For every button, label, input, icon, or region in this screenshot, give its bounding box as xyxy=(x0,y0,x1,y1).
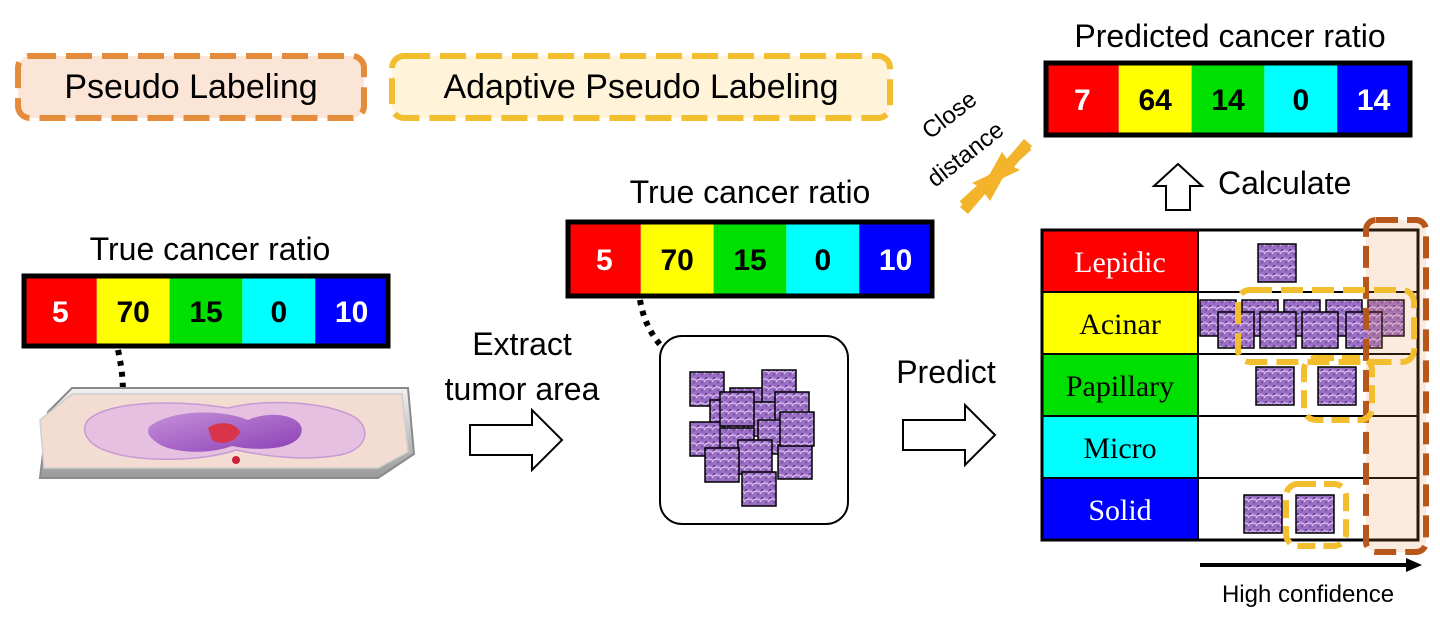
tumor-ratio-group: True cancer ratio 5 70 15 0 10 xyxy=(565,174,935,299)
class-label-lepidic: Lepidic xyxy=(1074,246,1166,279)
close-distance: Close distance xyxy=(917,86,1032,214)
slide-ratio-value-4: 0 xyxy=(270,296,287,329)
calculate-label: Calculate xyxy=(1218,165,1351,201)
class-label-acinar: Acinar xyxy=(1079,308,1161,341)
legend-pseudo-labeling: Pseudo Labeling xyxy=(15,53,367,121)
predicted-ratio-frame xyxy=(1043,60,1413,138)
adaptive-highlight-acinar xyxy=(1235,287,1417,365)
tumor-ratio-bar: 5 70 15 0 10 xyxy=(565,219,935,299)
cluster-patch xyxy=(779,411,815,447)
papillary-patch xyxy=(1317,366,1357,406)
slide-ratio-title: True cancer ratio xyxy=(90,231,331,267)
acinar-patch xyxy=(1301,311,1339,349)
tumor-ratio-value-1: 5 xyxy=(596,244,613,277)
adaptive-highlight-solid xyxy=(1283,481,1349,549)
tumor-ratio-value-2: 70 xyxy=(661,244,694,277)
legend-adaptive-pseudo-labeling: Adaptive Pseudo Labeling xyxy=(389,53,893,121)
tissue-red-dot xyxy=(232,456,240,464)
patch-cluster xyxy=(689,369,815,507)
extract-step: Extract tumor area xyxy=(445,326,600,473)
tumor-ratio-title: True cancer ratio xyxy=(630,174,871,210)
class-row-lepidic xyxy=(1042,230,1198,292)
tissue-red-region xyxy=(208,423,240,443)
predict-step: Predict xyxy=(896,354,997,468)
acinar-patch xyxy=(1259,311,1297,349)
close-distance-arrow-shaft xyxy=(959,142,1032,209)
tumor-ratio-segment-3 xyxy=(713,222,787,296)
cluster-patch xyxy=(777,444,813,480)
papillary-patch xyxy=(1255,366,1295,406)
predict-arrow-icon xyxy=(902,402,997,468)
solid-patch xyxy=(1295,494,1335,534)
cluster-patch xyxy=(741,471,777,507)
tumor-dotted-connector xyxy=(637,299,668,353)
solid-patch xyxy=(1243,494,1283,534)
predicted-ratio-segment-4 xyxy=(1264,63,1338,135)
slide-ratio-value-3: 15 xyxy=(189,296,222,329)
adaptive-highlight-papillary xyxy=(1301,355,1375,423)
cluster-patch xyxy=(737,439,773,475)
slide-ratio-frame xyxy=(21,273,391,349)
calculate-arrow-icon xyxy=(1151,162,1205,211)
slide-ratio-segment-1 xyxy=(24,276,97,346)
cluster-patch xyxy=(719,391,755,427)
extract-arrow-icon xyxy=(469,407,564,473)
extract-line2: tumor area xyxy=(445,371,600,407)
predicted-ratio-title: Predicted cancer ratio xyxy=(1074,18,1385,54)
slide-ratio-value-2: 70 xyxy=(117,296,150,329)
predicted-ratio-segment-1 xyxy=(1046,63,1119,135)
glass-slide xyxy=(38,387,416,479)
classified-patches xyxy=(1199,243,1405,534)
tumor-ratio-frame xyxy=(565,219,935,299)
class-label-papillary: Papillary xyxy=(1066,370,1174,403)
predicted-ratio-value-5: 14 xyxy=(1357,84,1391,117)
slide-ratio-segment-3 xyxy=(169,276,243,346)
slide-ratio-segment-5 xyxy=(315,276,388,346)
tumor-ratio-value-4: 0 xyxy=(814,244,831,277)
confidence-label: High confidence xyxy=(1222,581,1394,608)
predicted-ratio-bar: 7 64 14 0 14 xyxy=(1043,60,1413,138)
predicted-ratio-segment-5 xyxy=(1337,63,1410,135)
predicted-ratio-segment-3 xyxy=(1191,63,1265,135)
tumor-ratio-segment-5 xyxy=(859,222,932,296)
legend-adaptive-label: Adaptive Pseudo Labeling xyxy=(443,68,838,106)
extract-line1: Extract xyxy=(472,326,572,362)
slide-ratio-segment-4 xyxy=(242,276,316,346)
slide-ratio-value-1: 5 xyxy=(52,296,69,329)
predicted-ratio-value-3: 14 xyxy=(1211,84,1245,117)
predicted-ratio-segment-2 xyxy=(1118,63,1192,135)
tumor-ratio-segment-2 xyxy=(640,222,714,296)
class-row-solid xyxy=(1042,478,1198,540)
confidence-axis: High confidence xyxy=(1200,558,1422,608)
tumor-ratio-value-3: 15 xyxy=(733,244,766,277)
slide-ratio-segment-2 xyxy=(96,276,170,346)
class-row-micro xyxy=(1042,416,1198,478)
slide-ratio-group: True cancer ratio 5 70 15 0 10 xyxy=(21,231,391,349)
class-label-solid: Solid xyxy=(1088,494,1151,527)
cluster-patch xyxy=(704,447,740,483)
legend-pseudo-label: Pseudo Labeling xyxy=(64,68,317,106)
predicted-ratio-value-1: 7 xyxy=(1074,84,1091,117)
class-label-micro: Micro xyxy=(1083,432,1156,465)
classification-table-frame xyxy=(1040,228,1420,542)
predict-label: Predict xyxy=(896,354,996,390)
predicted-ratio-value-2: 64 xyxy=(1139,84,1173,117)
class-row-acinar xyxy=(1042,292,1198,354)
class-row-papillary xyxy=(1042,354,1198,416)
predicted-ratio-value-4: 0 xyxy=(1292,84,1309,117)
tumor-ratio-value-5: 10 xyxy=(879,244,912,277)
lepidic-patch xyxy=(1257,243,1297,283)
calculate-step: Calculate xyxy=(1151,162,1351,211)
tumor-ratio-segment-4 xyxy=(786,222,860,296)
tumor-ratio-segment-1 xyxy=(568,222,641,296)
slide-ratio-value-5: 10 xyxy=(335,296,368,329)
confidence-arrow-head-icon xyxy=(1406,558,1422,572)
slide-ratio-bar: 5 70 15 0 10 xyxy=(21,273,391,349)
predicted-ratio-group: Predicted cancer ratio 7 64 14 0 14 xyxy=(1043,18,1413,138)
